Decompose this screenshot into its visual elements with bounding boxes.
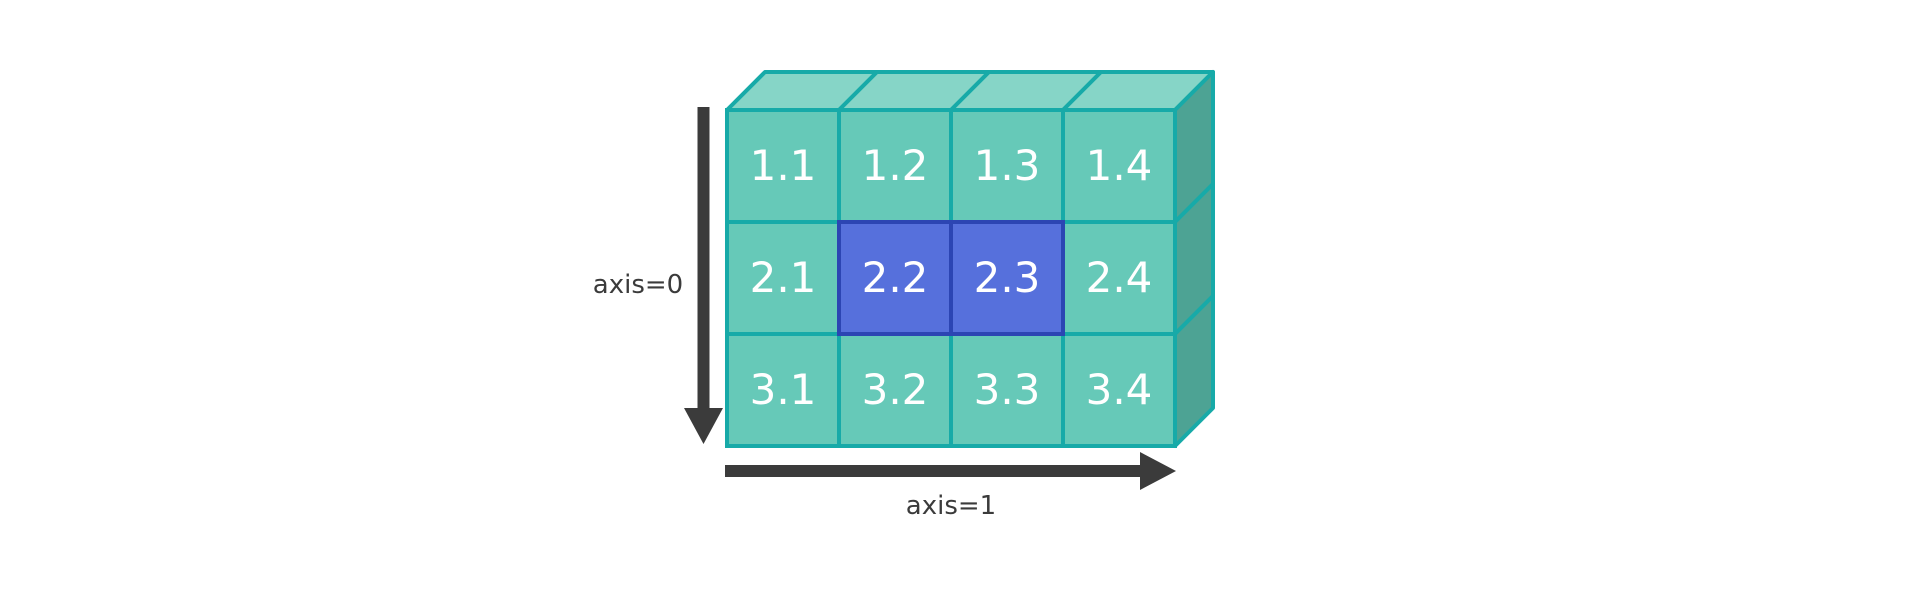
array-cell bbox=[837, 108, 953, 224]
cell-label: 1.1 bbox=[750, 141, 817, 190]
cell-label: 2.2 bbox=[862, 253, 929, 302]
cell-label: 2.3 bbox=[974, 253, 1041, 302]
cell-label: 1.2 bbox=[862, 141, 929, 190]
highlighted-cell bbox=[949, 220, 1065, 336]
array-cell bbox=[949, 332, 1065, 448]
axis-1-arrow bbox=[725, 452, 1176, 490]
axis-0-arrow-head bbox=[684, 408, 723, 444]
array-cell bbox=[1061, 108, 1177, 224]
array-block: 1.1 1.2 1.3 1.4 2.1 2.2 2.3 2.4 3.1 3.2 3.3 3.4 bbox=[725, 70, 1215, 448]
axis-1-label: axis=1 bbox=[906, 491, 996, 521]
cell-label: 3.1 bbox=[750, 365, 817, 414]
cell-label: 3.4 bbox=[1086, 365, 1153, 414]
cell-label: 3.3 bbox=[974, 365, 1041, 414]
axis-0-label: axis=0 bbox=[593, 270, 683, 300]
axis-0-arrow bbox=[684, 107, 723, 444]
cell-label: 3.2 bbox=[862, 365, 929, 414]
axis-1-arrow-shaft bbox=[725, 465, 1141, 477]
axis-0-arrow-shaft bbox=[697, 107, 710, 409]
array-cell bbox=[1061, 332, 1177, 448]
array-cell bbox=[949, 108, 1065, 224]
array-cell bbox=[837, 332, 953, 448]
cell-label: 2.4 bbox=[1086, 253, 1153, 302]
cell-label: 2.1 bbox=[750, 253, 817, 302]
axis-1-arrow-head bbox=[1140, 452, 1176, 490]
cell-label: 1.4 bbox=[1086, 141, 1153, 190]
array-cell bbox=[725, 332, 841, 448]
cell-label: 1.3 bbox=[974, 141, 1041, 190]
array-cell bbox=[725, 220, 841, 336]
